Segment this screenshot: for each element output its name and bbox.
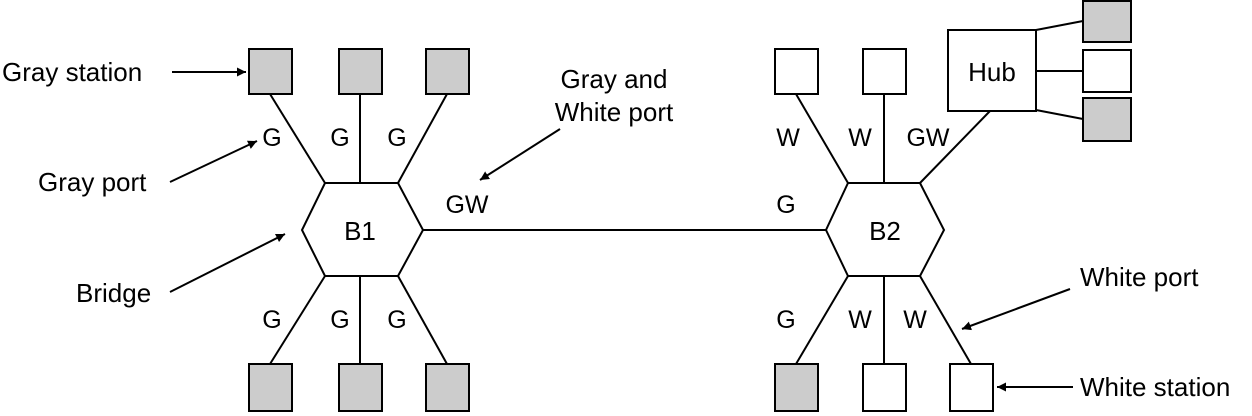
callout-bridge: Bridge	[76, 278, 151, 308]
white-station	[862, 48, 907, 95]
stations-b1-bottom	[248, 363, 470, 412]
wire-b2-top-left	[795, 93, 849, 184]
bridge-b2-label: B2	[869, 216, 901, 246]
port-labels: G G G GW G G G W W GW G G W W	[262, 124, 950, 334]
bridge-b1-label: B1	[344, 216, 376, 246]
wire-b2-bottom-right	[919, 275, 972, 365]
wire-b2-bottom-left	[795, 275, 849, 365]
gray-station	[774, 363, 819, 412]
wire-b1-bottom-right	[397, 275, 448, 365]
port-label: W	[776, 124, 800, 152]
stations-b2-bottom	[774, 363, 994, 412]
hub-box	[947, 29, 1037, 112]
port-label: G	[262, 306, 281, 334]
port-label: W	[903, 306, 927, 334]
port-label: G	[330, 124, 349, 152]
stations-b1-top	[248, 48, 470, 95]
hub-label: Hub	[968, 57, 1016, 87]
bridge-b1: B1	[300, 182, 425, 277]
gray-station	[248, 363, 293, 412]
gray-station	[338, 48, 383, 95]
stations-b2-top	[774, 48, 907, 95]
callouts: Gray station Gray port Bridge Gray and W…	[2, 57, 1230, 402]
port-label: G	[262, 124, 281, 152]
white-station	[1082, 49, 1132, 93]
wire-b1-bottom-left	[269, 275, 326, 365]
port-label: W	[848, 124, 872, 152]
port-label: G	[387, 306, 406, 334]
port-label: G	[776, 306, 795, 334]
gray-station	[425, 48, 470, 95]
gray-station	[338, 363, 383, 412]
wire-b2-to-hub	[919, 110, 991, 184]
wire-hub-bottom	[1035, 109, 1084, 120]
gray-station	[425, 363, 470, 412]
port-label: GW	[445, 191, 488, 219]
port-label: G	[330, 306, 349, 334]
white-station	[774, 48, 819, 95]
gray-station	[1082, 0, 1132, 43]
callout-gray-and-white-port-line2: White port	[555, 97, 674, 127]
wires	[269, 20, 1084, 365]
white-station	[862, 363, 907, 412]
port-label: W	[848, 306, 872, 334]
callout-gray-station: Gray station	[2, 57, 142, 87]
wire-b1-top-left	[269, 93, 326, 184]
bridge-b1-hexagon	[300, 182, 425, 277]
port-label: GW	[906, 124, 949, 152]
gray-station	[248, 48, 293, 95]
gray-station	[1082, 97, 1132, 142]
wire-hub-trunk-top	[1035, 20, 1084, 31]
callout-arrow-gray-port	[169, 140, 258, 183]
port-label: G	[776, 191, 795, 219]
stations-hub	[1082, 0, 1132, 142]
white-station	[949, 363, 994, 412]
callout-white-station: White station	[1080, 372, 1230, 402]
wire-b1-top-right	[397, 93, 448, 184]
callout-arrow-bridge	[169, 233, 286, 293]
port-label: G	[387, 124, 406, 152]
callout-gray-and-white-port-line1: Gray and	[561, 64, 668, 94]
callout-white-port: White port	[1080, 262, 1199, 292]
callout-arrow-gray-and-white-port	[479, 128, 561, 181]
hub: Hub	[947, 29, 1037, 112]
bridge-b2-hexagon	[824, 182, 946, 277]
callout-arrow-white-port	[961, 288, 1071, 331]
callout-gray-port: Gray port	[38, 167, 147, 197]
bridge-b2: B2	[824, 182, 946, 277]
